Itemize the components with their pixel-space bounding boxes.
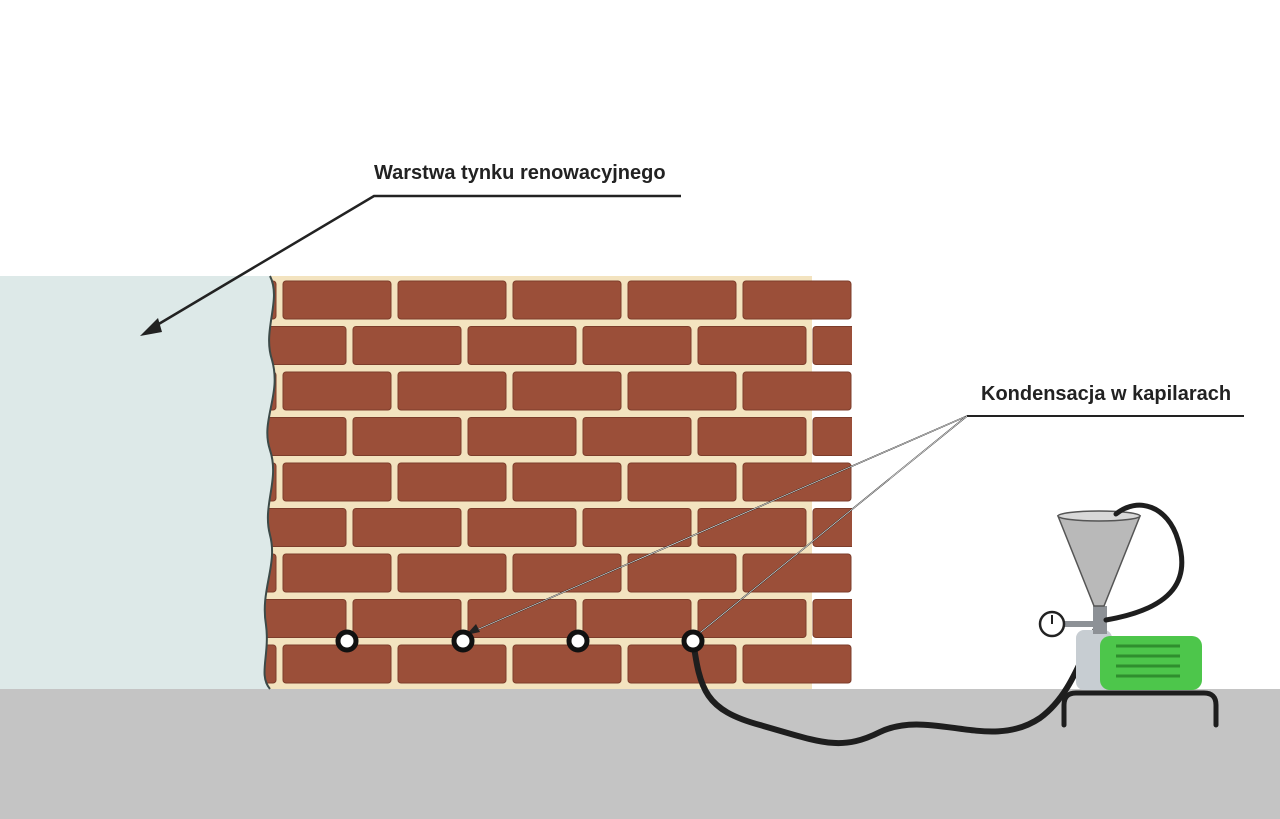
brick [467, 326, 577, 365]
brick [512, 462, 622, 502]
return-hose [1103, 502, 1185, 623]
brick [742, 462, 852, 502]
pump-neck [1093, 606, 1107, 634]
condensation-label: Kondensacja w kapilarach [981, 383, 1232, 405]
brick [742, 280, 852, 320]
brick [627, 553, 737, 593]
brick [627, 644, 737, 684]
brick [697, 599, 807, 638]
brick [352, 417, 462, 456]
brick [282, 462, 392, 502]
brick [397, 371, 507, 411]
brick [397, 462, 507, 502]
brick [282, 553, 392, 593]
brick [697, 326, 807, 365]
injection-hole [451, 629, 475, 653]
brick [467, 417, 577, 456]
injection-hole [681, 629, 705, 653]
brick [812, 417, 852, 456]
brick-wall [262, 280, 852, 684]
injection-hole [335, 629, 359, 653]
brick [742, 371, 852, 411]
renovation-plaster-layer [0, 276, 275, 689]
brick [282, 371, 392, 411]
brick [512, 371, 622, 411]
condensation-leader-line-2-highlight [695, 415, 968, 637]
brick [582, 599, 692, 638]
brick [582, 508, 692, 547]
ground [0, 689, 1280, 819]
plaster-edge-line [263, 275, 276, 690]
condensation-leader-line-1-highlight [471, 415, 968, 633]
brick [397, 280, 507, 320]
brick [352, 326, 462, 365]
pump-stand-frame [1061, 690, 1219, 728]
brick [512, 280, 622, 320]
brick [582, 326, 692, 365]
brick [512, 644, 622, 684]
brick [627, 280, 737, 320]
brick [262, 326, 347, 365]
brick [627, 371, 737, 411]
plaster-arrowhead [140, 318, 162, 336]
brick [742, 553, 852, 593]
injection-hole [566, 629, 590, 653]
pump-hopper [1056, 515, 1142, 607]
brick [697, 508, 807, 547]
plaster-leader-line [151, 194, 681, 330]
brick [262, 508, 347, 547]
brick [812, 326, 852, 365]
plaster-layer-label: Warstwa tynku renowacyjnego [374, 162, 666, 184]
pump-motor [1100, 636, 1202, 690]
brick [697, 417, 807, 456]
brick [397, 553, 507, 593]
brick [262, 417, 347, 456]
brick [512, 553, 622, 593]
brick [627, 462, 737, 502]
brick [742, 644, 852, 684]
brick [262, 599, 347, 638]
injection-hose [690, 622, 1101, 747]
brick [397, 644, 507, 684]
brick [352, 599, 462, 638]
brick [812, 599, 852, 638]
brick [582, 417, 692, 456]
motor-stripes [1116, 644, 1180, 678]
brick [282, 280, 392, 320]
injection-holes [335, 629, 705, 653]
hopper-rim [1057, 510, 1141, 522]
brick [467, 508, 577, 547]
injection-pump [1038, 502, 1219, 728]
brick [282, 644, 392, 684]
brick [352, 508, 462, 547]
brick [467, 599, 577, 638]
